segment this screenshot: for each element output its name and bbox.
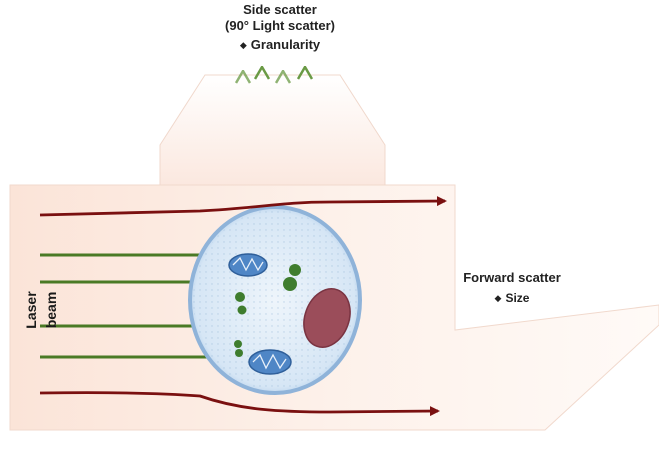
forward-scatter-title: Forward scatter <box>463 270 561 285</box>
granules <box>234 264 301 357</box>
side-scatter-item: ◆Granularity <box>180 37 380 54</box>
flow-arrows <box>39 196 447 417</box>
side-scatter-title: Side scatter <box>243 2 317 17</box>
flow-arrow-bottom <box>39 391 440 417</box>
bullet-icon: ◆ <box>494 293 502 303</box>
side-scatter-item-label: Granularity <box>250 37 321 52</box>
laser-beam-label: Laser beam <box>23 291 59 329</box>
forward-scatter-item-label: Size <box>505 291 530 305</box>
mitochondrion-top <box>228 253 268 277</box>
bullet-icon: ◆ <box>239 40 247 50</box>
flow-arrow-top <box>39 196 447 217</box>
forward-scatter-item: ◆Size <box>442 290 582 307</box>
mitochondrion-bottom <box>248 349 292 375</box>
side-scatter-subtitle: (90° Light scatter) <box>225 18 335 33</box>
cell <box>188 205 362 395</box>
